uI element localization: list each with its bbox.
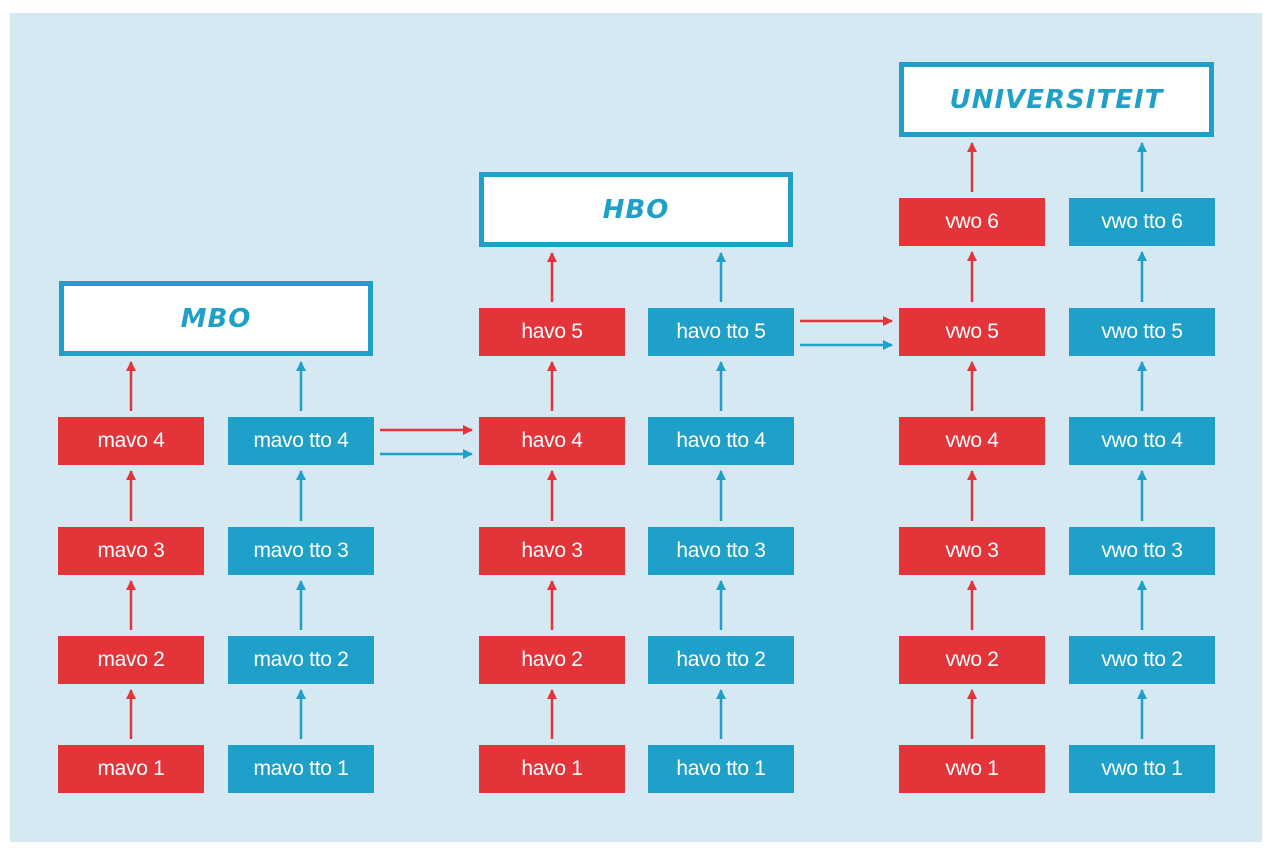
havo-tto-5-box: havo tto 5 <box>648 308 794 356</box>
mavo-tto-2-box: mavo tto 2 <box>228 636 374 684</box>
mavo-3-box: mavo 3 <box>58 527 204 575</box>
vwo-tto-3-box: vwo tto 3 <box>1069 527 1215 575</box>
mbo-box: MBO <box>59 281 373 356</box>
havo-tto-3-box: havo tto 3 <box>648 527 794 575</box>
vwo-6-box: vwo 6 <box>899 198 1045 246</box>
mavo-tto-3-box: mavo tto 3 <box>228 527 374 575</box>
havo-2-box: havo 2 <box>479 636 625 684</box>
diagram-background <box>10 13 1262 842</box>
havo-tto-2-box: havo tto 2 <box>648 636 794 684</box>
vwo-tto-4-box: vwo tto 4 <box>1069 417 1215 465</box>
vwo-1-box: vwo 1 <box>899 745 1045 793</box>
havo-3-box: havo 3 <box>479 527 625 575</box>
havo-1-box: havo 1 <box>479 745 625 793</box>
havo-5-box: havo 5 <box>479 308 625 356</box>
mavo-2-box: mavo 2 <box>58 636 204 684</box>
universiteit-box: UNIVERSITEIT <box>899 62 1214 137</box>
mavo-1-box: mavo 1 <box>58 745 204 793</box>
havo-tto-4-box: havo tto 4 <box>648 417 794 465</box>
vwo-tto-2-box: vwo tto 2 <box>1069 636 1215 684</box>
vwo-tto-6-box: vwo tto 6 <box>1069 198 1215 246</box>
havo-tto-1-box: havo tto 1 <box>648 745 794 793</box>
vwo-3-box: vwo 3 <box>899 527 1045 575</box>
havo-4-box: havo 4 <box>479 417 625 465</box>
hbo-box: HBO <box>479 172 793 247</box>
vwo-tto-5-box: vwo tto 5 <box>1069 308 1215 356</box>
vwo-5-box: vwo 5 <box>899 308 1045 356</box>
mavo-tto-1-box: mavo tto 1 <box>228 745 374 793</box>
vwo-2-box: vwo 2 <box>899 636 1045 684</box>
vwo-4-box: vwo 4 <box>899 417 1045 465</box>
vwo-tto-1-box: vwo tto 1 <box>1069 745 1215 793</box>
mavo-tto-4-box: mavo tto 4 <box>228 417 374 465</box>
mavo-4-box: mavo 4 <box>58 417 204 465</box>
